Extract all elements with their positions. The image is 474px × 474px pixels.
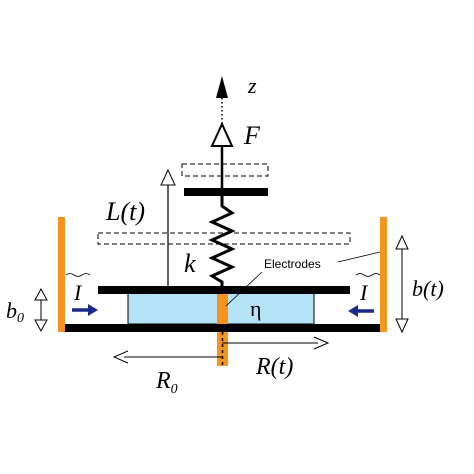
lower-plate xyxy=(65,324,380,332)
electrodes-leader-left xyxy=(225,271,263,307)
bt-arrowhead-bottom xyxy=(395,318,409,334)
center-electrode xyxy=(217,293,228,324)
b0-label: b0 xyxy=(6,298,24,326)
b0-arrowhead-top xyxy=(34,287,48,301)
rt-label: R(t) xyxy=(255,354,293,380)
left-electrode-wall xyxy=(58,217,65,332)
z-axis-arrowhead xyxy=(216,76,228,98)
bt-label: b(t) xyxy=(412,276,444,301)
force-arrowhead xyxy=(210,121,234,147)
bt-arrowhead-top xyxy=(395,234,409,250)
length-label: L(t) xyxy=(105,197,145,226)
viscosity-label: η xyxy=(250,296,262,321)
spring-constant-label: k xyxy=(184,249,196,278)
upper-plate xyxy=(98,286,350,294)
r0-label: R0 xyxy=(155,368,178,397)
spring-top-mount xyxy=(184,188,268,196)
left-meniscus-wave xyxy=(65,273,91,277)
current-arrow-right-head xyxy=(348,305,358,317)
length-arrowhead-top xyxy=(160,168,176,186)
electrodes-label: Electrodes xyxy=(264,257,321,271)
rt-arrowhead xyxy=(313,336,330,350)
upper-dashed-plate xyxy=(181,163,269,177)
current-label-left: I xyxy=(73,280,83,305)
right-electrode-wall xyxy=(380,217,387,332)
force-label: F xyxy=(243,121,261,150)
right-meniscus-wave xyxy=(355,273,381,277)
current-label-right: I xyxy=(359,280,369,305)
b0-arrowhead-bottom xyxy=(34,319,48,333)
current-arrow-left-head xyxy=(88,304,98,316)
z-label: z xyxy=(247,73,257,98)
spring-icon xyxy=(208,196,236,289)
r0-arrowhead xyxy=(112,350,129,364)
electrodes-leader-right xyxy=(337,251,381,263)
lower-electrode-stub xyxy=(217,332,228,366)
